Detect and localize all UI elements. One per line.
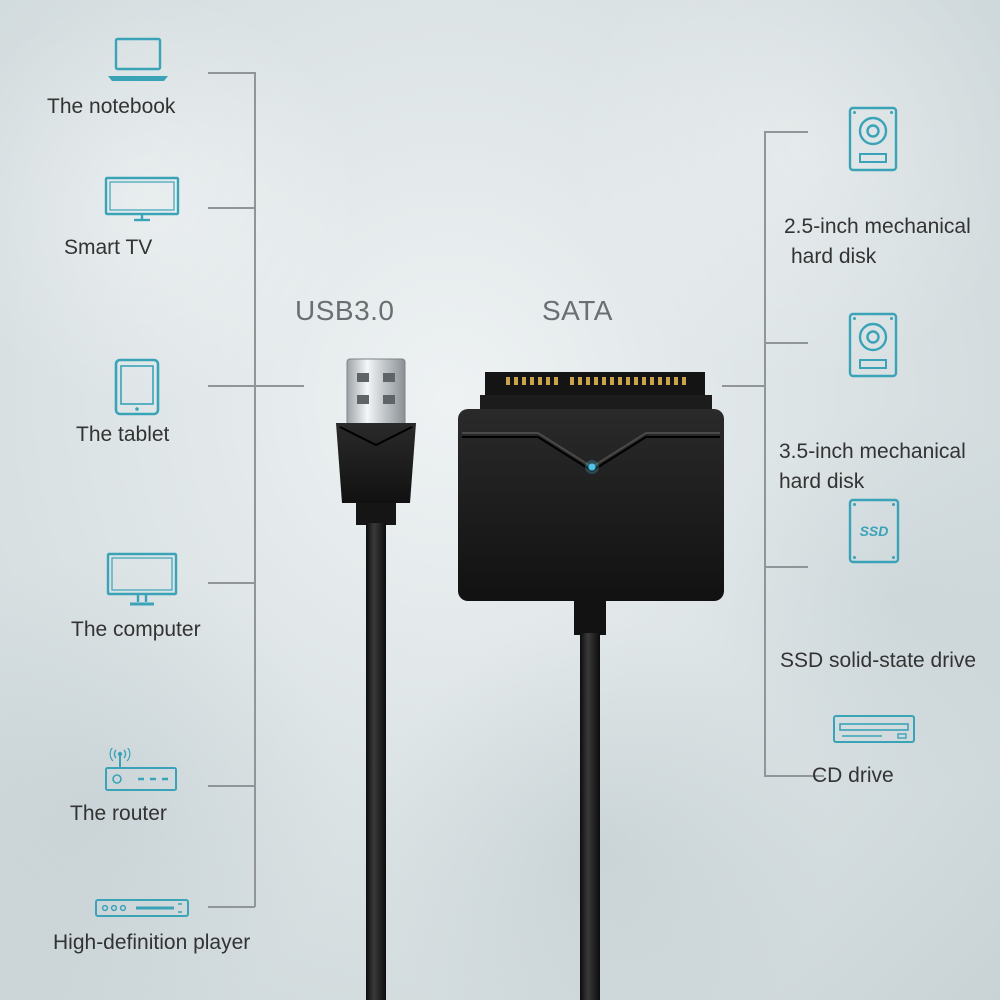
- usb-sata-adapter: [320, 355, 740, 1000]
- router-icon: [104, 748, 178, 796]
- ssd-icon: SSD: [848, 498, 900, 564]
- left-bracket-tick-notebook: [208, 72, 255, 74]
- tablet-icon: [114, 358, 160, 416]
- device-label-tablet: The tablet: [76, 423, 170, 446]
- right-bracket-tick-hdd2: [764, 342, 808, 344]
- device-label-hd-player: High-definition player: [53, 931, 251, 954]
- monitor-icon: [106, 552, 178, 608]
- device-label-hdd-2-5-line2: hard disk: [791, 245, 877, 268]
- device-label-smart-tv: Smart TV: [64, 236, 153, 259]
- hdd-icon-3-5-inch: [848, 312, 898, 378]
- device-label-hdd-3-5-line2: hard disk: [779, 470, 865, 493]
- left-bracket-tick-tablet: [208, 385, 304, 387]
- right-bracket-tick-ssd: [764, 566, 808, 568]
- ssd-icon-text: SSD: [860, 523, 889, 539]
- usb-port-label: USB3.0: [295, 295, 395, 326]
- laptop-icon: [106, 36, 170, 84]
- device-label-hdd-2-5-line1: 2.5-inch mechanical: [784, 215, 971, 238]
- tv-icon: [104, 176, 180, 224]
- right-bracket-tick-cd: [764, 775, 824, 777]
- cd-drive-icon: [832, 714, 916, 744]
- right-bracket-tick-sata: [722, 385, 766, 387]
- left-bracket-tick-router: [208, 785, 255, 787]
- right-bracket-tick-top: [764, 131, 808, 133]
- left-bracket-vertical: [254, 72, 256, 907]
- device-label-hdd-3-5-line1: 3.5-inch mechanical: [779, 440, 966, 463]
- left-bracket-tick-computer: [208, 582, 255, 584]
- device-label-router: The router: [70, 802, 167, 825]
- left-bracket-tick-player: [208, 906, 255, 908]
- device-label-notebook: The notebook: [47, 95, 176, 118]
- sata-port-label: SATA: [542, 295, 613, 326]
- left-bracket-tick-tv: [208, 207, 255, 209]
- device-label-computer: The computer: [71, 618, 201, 641]
- device-label-cd-drive: CD drive: [812, 764, 894, 787]
- device-label-ssd: SSD solid-state drive: [780, 649, 977, 672]
- right-bracket-vertical: [764, 131, 766, 776]
- hd-player-icon: [94, 898, 190, 920]
- hdd-icon-2-5-inch: [848, 106, 898, 172]
